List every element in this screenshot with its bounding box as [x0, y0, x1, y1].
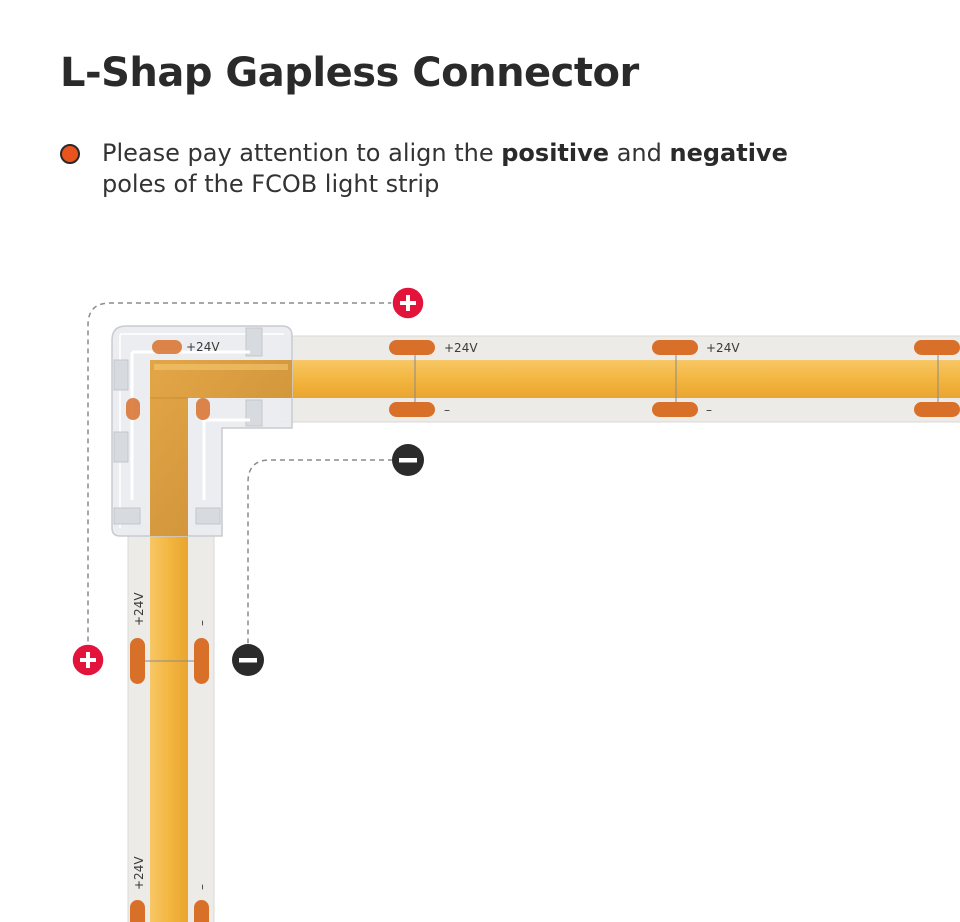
- solder-pad: [652, 402, 698, 417]
- negative-guide-line: [247, 459, 393, 645]
- solder-pad: [194, 900, 209, 922]
- positive-voltage-label: +24V: [186, 340, 220, 354]
- connector-clip: [113, 431, 129, 463]
- gapless-cob-joint: [150, 360, 292, 536]
- negative-label: –: [706, 403, 712, 417]
- negative-label: –: [195, 620, 209, 626]
- plus-circle-icon: [391, 286, 425, 320]
- connector-clip: [113, 359, 129, 391]
- solder-pad: [194, 638, 209, 684]
- solder-pad: [914, 340, 960, 355]
- solder-pad: [389, 402, 435, 417]
- plus-circle-icon: [71, 643, 105, 677]
- minus-circle-icon: [232, 644, 264, 676]
- positive-voltage-label: +24V: [444, 341, 478, 355]
- horizontal-cob-light: [280, 360, 960, 398]
- connector-clip: [113, 507, 141, 525]
- negative-contact-lead: [202, 418, 250, 500]
- solder-pad: [196, 398, 210, 420]
- positive-contact-lead: [130, 350, 250, 500]
- positive-voltage-label: +24V: [706, 341, 740, 355]
- connector-clip: [195, 507, 221, 525]
- positive-voltage-label: +24V: [132, 856, 146, 890]
- l-connector-housing: [111, 325, 293, 537]
- positive-guide-line: [87, 302, 393, 645]
- solder-pad: [130, 638, 145, 684]
- minus-circle-icon: [392, 444, 424, 476]
- negative-emphasis: negative: [669, 139, 788, 167]
- negative-label: –: [444, 403, 450, 417]
- page-title: L-Shap Gapless Connector: [60, 50, 639, 96]
- positive-emphasis: positive: [501, 139, 610, 167]
- instruction-note: Please pay attention to align the positi…: [102, 139, 788, 198]
- solder-pad: [914, 402, 960, 417]
- vertical-cob-light: [150, 525, 188, 922]
- connector-clip: [245, 327, 263, 357]
- solder-pad: [130, 900, 145, 922]
- solder-pad: [652, 340, 698, 355]
- solder-pad: [389, 340, 435, 355]
- solder-pad: [126, 398, 140, 420]
- positive-voltage-label: +24V: [132, 592, 146, 626]
- solder-pad: [152, 340, 182, 354]
- negative-label: –: [195, 884, 209, 890]
- connector-clip: [245, 399, 263, 427]
- bullet-dot-icon: [60, 144, 80, 164]
- joint-highlight: [154, 364, 288, 370]
